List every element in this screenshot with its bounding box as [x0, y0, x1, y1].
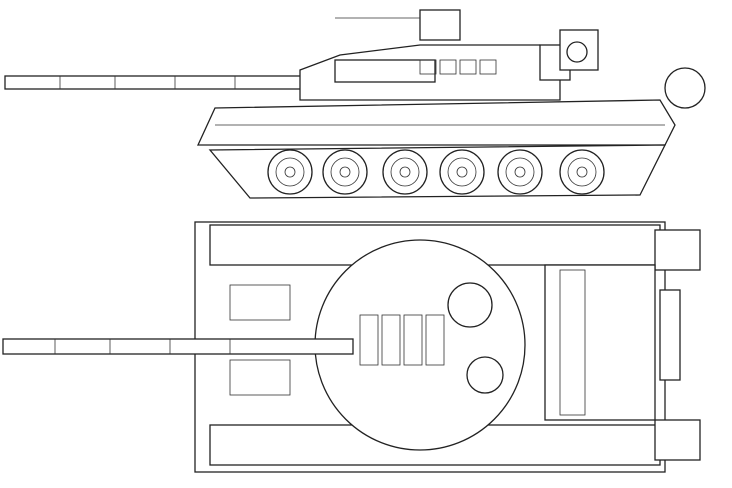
road-wheel [390, 157, 420, 187]
road-wheel [322, 149, 368, 195]
road-wheel [456, 166, 468, 178]
gunner-sight [447, 282, 493, 328]
road-wheel [267, 149, 313, 195]
road-wheel [339, 166, 351, 178]
top-view [2, 221, 701, 473]
road-wheel [567, 157, 597, 187]
road-wheel [497, 149, 543, 195]
road-wheel [330, 157, 360, 187]
road-wheel [284, 166, 296, 178]
engine-deck [544, 264, 656, 421]
commander-hatch [466, 356, 504, 394]
road-wheel [439, 149, 485, 195]
road-wheel [275, 157, 305, 187]
drum-right [654, 419, 701, 461]
road-wheel [576, 166, 588, 178]
road-wheel [505, 157, 535, 187]
drum-left [654, 229, 701, 271]
external-fuel-drum [664, 67, 706, 109]
gun-barrel [4, 75, 336, 90]
hull [196, 99, 676, 146]
road-wheels [267, 149, 605, 195]
road-wheel [559, 149, 605, 195]
road-wheel [514, 166, 526, 178]
road-wheel [399, 166, 411, 178]
road-wheel [382, 149, 428, 195]
side-view [4, 9, 706, 199]
reactive-armor-blocks [229, 284, 445, 396]
rear-plate [659, 289, 681, 381]
gun-barrel-top [2, 338, 354, 355]
road-wheel [447, 157, 477, 187]
track [208, 144, 667, 199]
turret [299, 9, 599, 101]
